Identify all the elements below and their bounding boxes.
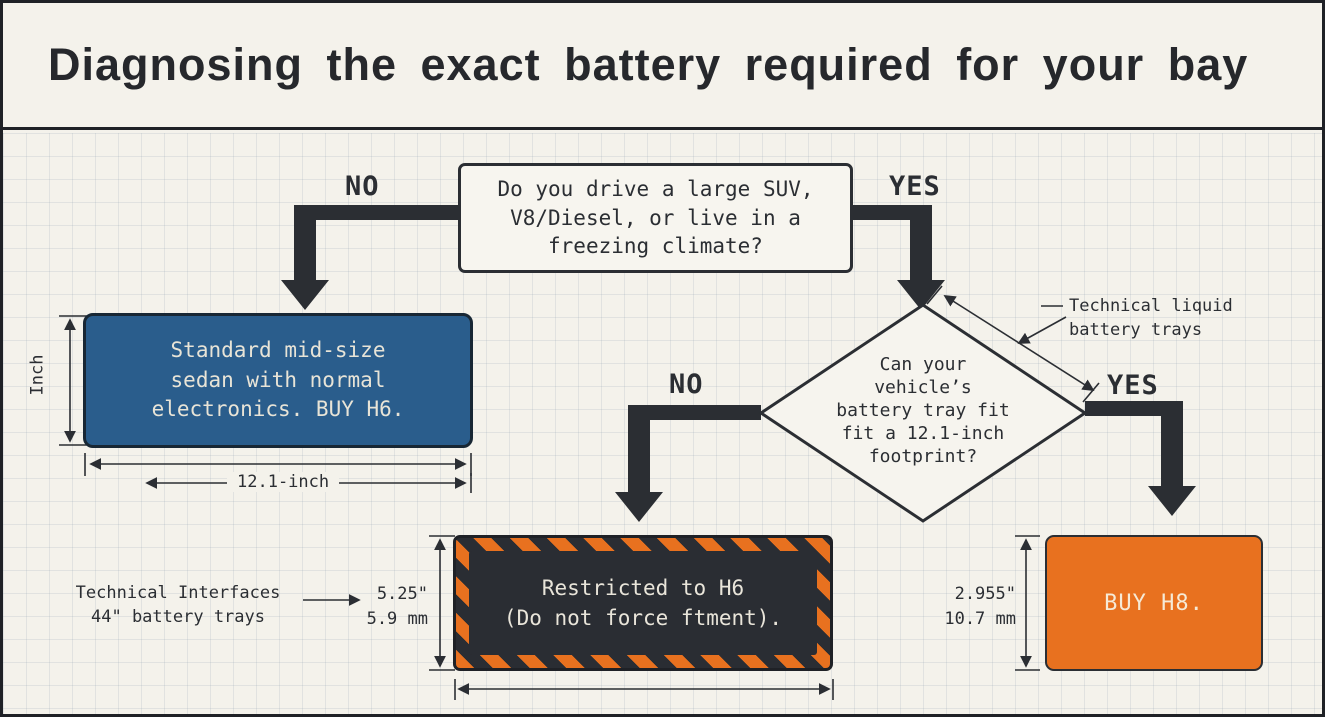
width-dimension-label: 12.1-inch xyxy=(227,472,340,492)
hazard-box-text: Restricted to H6 (Do not force ftment). xyxy=(469,551,817,655)
no-label-top: NO xyxy=(345,171,380,202)
no-label-mid: NO xyxy=(669,369,704,400)
yes-label-right: YES xyxy=(1107,370,1159,401)
dimension-tick xyxy=(1082,382,1100,403)
question-box: Do you drive a large SUV, V8/Diesel, or … xyxy=(458,163,853,273)
arrow-no-mid xyxy=(615,405,761,522)
result-box-h8-label: BUY H8. xyxy=(1104,590,1204,616)
page-title: Diagnosing the exact battery required fo… xyxy=(48,39,1249,90)
arrow-no-top xyxy=(281,205,458,310)
tray-note: Technical liquid battery trays xyxy=(1069,296,1233,340)
arrow-yes-right xyxy=(1085,401,1196,516)
hazard-box: Restricted to H6 (Do not force ftment). xyxy=(453,535,833,671)
left-dimension-label: 5.25" 5.9 mm xyxy=(366,584,428,629)
dimension-tick xyxy=(926,285,943,305)
tray-note-arrow xyxy=(1017,316,1067,344)
decision-diamond-text: Can your vehicle’s battery tray fit fit … xyxy=(836,354,1010,468)
left-note: Technical Interfaces 44" battery trays xyxy=(75,583,281,627)
right-dimension-label: 2.955" 10.7 mm xyxy=(944,584,1016,629)
result-box-h8: BUY H8. xyxy=(1045,535,1263,671)
yes-label-top: YES xyxy=(889,171,941,202)
arrow-yes-top xyxy=(853,205,945,310)
title-bar: Diagnosing the exact battery required fo… xyxy=(3,3,1322,130)
flow-arrows-layer xyxy=(59,205,1196,700)
result-box-h6: Standard mid-size sedan with normal elec… xyxy=(83,313,473,448)
inch-axis-label: Inch xyxy=(27,354,48,396)
